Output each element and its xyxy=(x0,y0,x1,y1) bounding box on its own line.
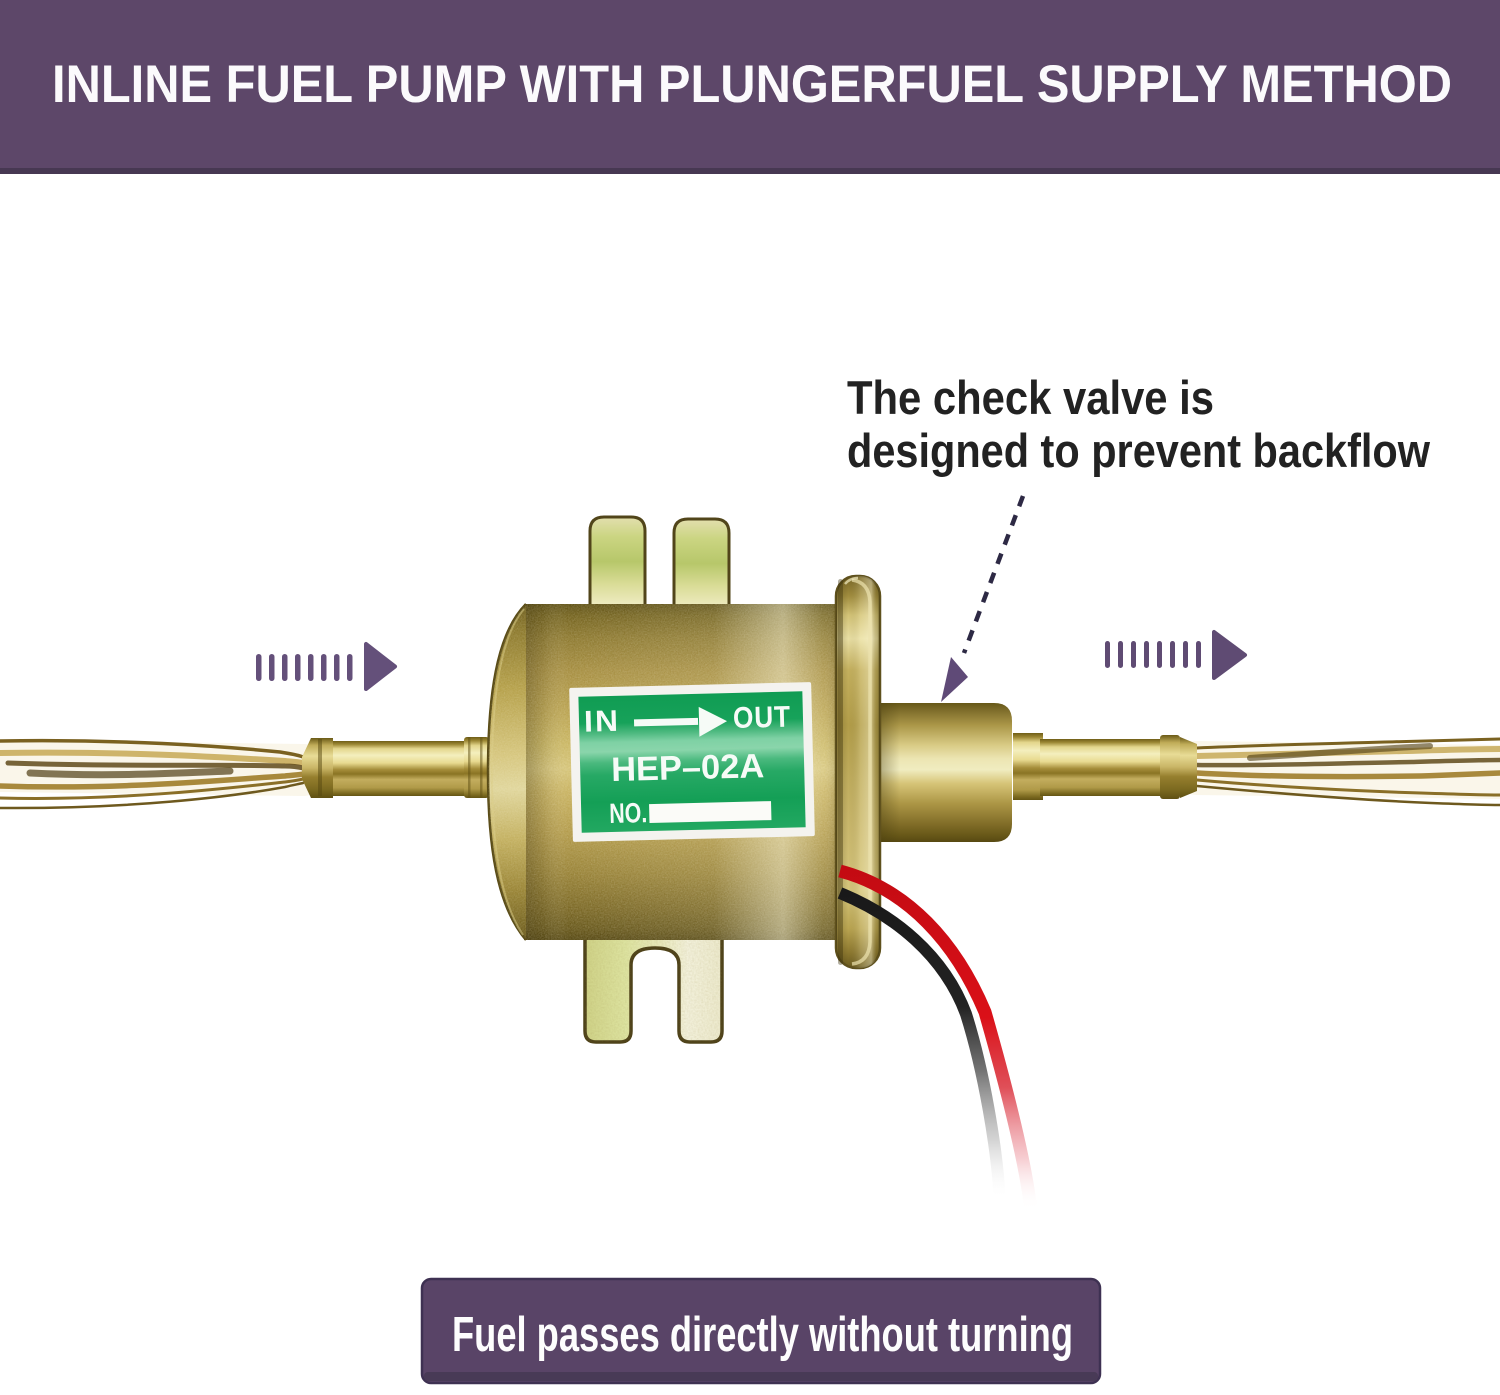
svg-text:The check valve is: The check valve is xyxy=(847,372,1214,425)
svg-text:NO.: NO. xyxy=(609,797,648,829)
svg-text:HEP–02A: HEP–02A xyxy=(611,747,765,789)
svg-text:INLINE FUEL PUMP WITH PLUNGERF: INLINE FUEL PUMP WITH PLUNGERFUEL SUPPLY… xyxy=(52,55,1452,114)
svg-text:Fuel passes directly without t: Fuel passes directly without turning xyxy=(452,1308,1073,1362)
svg-text:IN: IN xyxy=(584,705,621,739)
svg-text:designed to prevent backflow: designed to prevent backflow xyxy=(847,425,1431,478)
svg-text:OUT: OUT xyxy=(733,701,792,735)
